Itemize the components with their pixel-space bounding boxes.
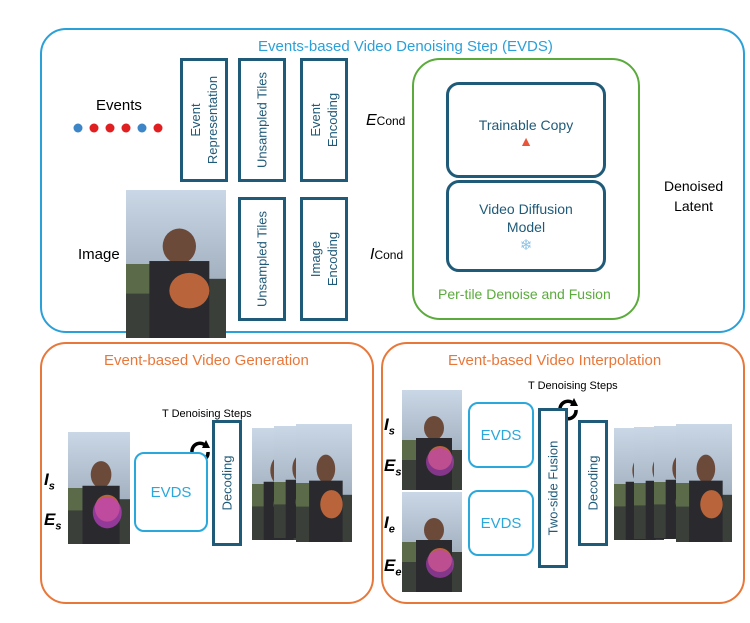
video-diffusion-box: Video Diffusion Model ❄ xyxy=(446,180,606,272)
fire-icon: ▲ xyxy=(519,133,533,149)
event-dot xyxy=(137,123,147,133)
generation-evds-box: EVDS xyxy=(134,452,208,532)
video-diffusion-label: Video Diffusion Model xyxy=(479,201,573,235)
interpolation-evds-box-1: EVDS xyxy=(468,402,534,468)
event-representation-box: Event Representation xyxy=(180,58,228,182)
is-label-right: Is xyxy=(384,415,395,438)
unsampled-tiles-label: Unsampled Tiles xyxy=(254,71,270,169)
interpolation-output-frames xyxy=(614,424,732,542)
end-frame-image xyxy=(402,492,462,592)
trainable-copy-label: Trainable Copy xyxy=(478,117,574,133)
two-side-fusion-label: Two-side Fusion xyxy=(545,440,561,536)
image-encoding-label: Image Encoding xyxy=(308,231,340,287)
generation-t-steps: T Denoising Steps xyxy=(162,408,252,420)
trainable-copy-box: Trainable Copy ▲ xyxy=(446,82,606,178)
unsampled-tiles-box-1: Unsampled Tiles xyxy=(238,58,286,182)
generation-title: Event-based Video Generation xyxy=(104,352,309,369)
is-label: Is xyxy=(44,470,55,493)
generation-output-frames xyxy=(252,424,352,542)
unsampled-tiles-box-2: Unsampled Tiles xyxy=(238,197,286,321)
event-dot xyxy=(121,123,131,133)
denoised-latent-label: Denoised Latent xyxy=(664,178,724,214)
event-representation-label: Event Representation xyxy=(188,75,220,165)
ee-label: Ee xyxy=(384,556,402,579)
event-dot xyxy=(153,123,163,133)
generation-input-image xyxy=(68,432,130,544)
ie-label: Ie xyxy=(384,513,395,536)
per-tile-label: Per-tile Denoise and Fusion xyxy=(438,286,611,302)
evds-title: Events-based Video Denoising Step (EVDS) xyxy=(258,38,553,55)
interpolation-evds-box-2: EVDS xyxy=(468,490,534,556)
e-cond-label: ECond xyxy=(366,112,406,129)
start-frame-image xyxy=(402,390,462,490)
i-cond-label: ICond xyxy=(370,246,404,263)
event-dot xyxy=(89,123,99,133)
event-dot xyxy=(73,123,83,133)
decoding-label: Decoding xyxy=(585,455,601,511)
snowflake-icon: ❄ xyxy=(519,237,533,254)
es-label-right: Es xyxy=(384,456,402,479)
image-encoding-box: Image Encoding xyxy=(300,197,348,321)
events-label: Events xyxy=(96,97,142,114)
event-dot xyxy=(105,123,115,133)
interpolation-t-steps: T Denoising Steps xyxy=(528,380,618,392)
decoding-label: Decoding xyxy=(219,455,235,511)
interpolation-decoding-box: Decoding xyxy=(578,420,608,546)
es-label: Es xyxy=(44,510,62,533)
input-image xyxy=(126,190,226,338)
two-side-fusion-box: Two-side Fusion xyxy=(538,408,568,568)
event-encoding-label: Event Encoding xyxy=(308,92,340,148)
unsampled-tiles-label: Unsampled Tiles xyxy=(254,210,270,308)
event-encoding-box: Event Encoding xyxy=(300,58,348,182)
image-label: Image xyxy=(78,246,120,263)
event-dots xyxy=(73,123,163,133)
interpolation-title: Event-based Video Interpolation xyxy=(448,352,662,369)
generation-decoding-box: Decoding xyxy=(212,420,242,546)
